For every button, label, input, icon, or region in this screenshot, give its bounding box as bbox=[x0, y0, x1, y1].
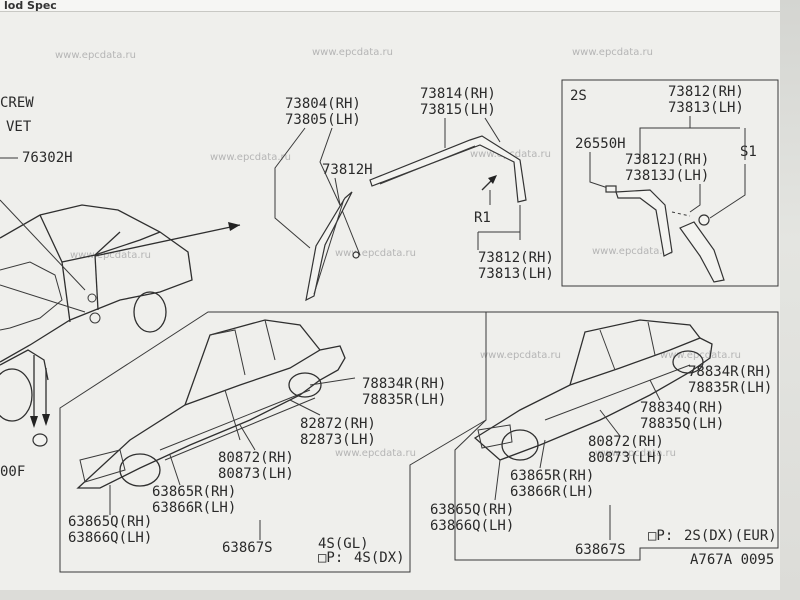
label-76302h: 76302H bbox=[22, 150, 73, 166]
part-label-63866r-right: 63866R(LH) bbox=[510, 484, 594, 500]
clip bbox=[605, 185, 617, 193]
part-label-63867s-right: 63867S bbox=[575, 542, 626, 558]
inset-tag: 2S bbox=[570, 88, 587, 104]
part-label-s1: S1 bbox=[740, 144, 757, 160]
part-label-63865r-right: 63865R(RH) bbox=[510, 468, 594, 484]
watermark: www.epcdata.ru bbox=[312, 47, 393, 58]
part-label-26550h: 26550H bbox=[575, 136, 626, 152]
watermark: www.epcdata.ru bbox=[335, 448, 416, 459]
inset-2s-box: 2S 73812(RH) 73813(LH) 26550H S1 73812J(… bbox=[561, 79, 779, 287]
part-label-63865q: 63865Q(RH) bbox=[68, 514, 152, 530]
parts-catalog-screen: lod Spec www.epcdata.ru www.epcdata.ru w… bbox=[0, 0, 780, 590]
part-label-78835r-right: 78835R(LH) bbox=[688, 380, 772, 396]
parts-diagram: www.epcdata.ru www.epcdata.ru www.epcdat… bbox=[0, 47, 779, 573]
variant-2s-prefix: □P: bbox=[648, 528, 673, 544]
watermark: www.epcdata.ru bbox=[335, 248, 416, 259]
part-label-63867s: 63867S bbox=[222, 540, 273, 556]
part-label-82872: 82872(RH) bbox=[300, 416, 376, 432]
part-label-73813-inset: 73813(LH) bbox=[668, 100, 744, 116]
roof-molding-group: 73804(RH) 73805(LH) 73812H 73814(RH) 738… bbox=[274, 86, 554, 302]
sedan-body-outline bbox=[473, 337, 713, 461]
part-label-73813j: 73813J(LH) bbox=[625, 168, 709, 184]
roof-molding-upper bbox=[369, 135, 527, 203]
part-label-r1: R1 bbox=[474, 210, 491, 226]
part-label-78835r: 78835R(LH) bbox=[362, 392, 446, 408]
sedan-body-outline bbox=[76, 345, 346, 489]
part-label-63865r: 63865R(RH) bbox=[152, 484, 236, 500]
variant-4s-gl: 4S(GL) bbox=[318, 536, 369, 552]
part-label-63866q: 63866Q(LH) bbox=[68, 530, 152, 546]
part-label-73814: 73814(RH) bbox=[420, 86, 496, 102]
part-label-82873: 82873(LH) bbox=[300, 432, 376, 448]
variant-4s-dx: 4S(DX) bbox=[354, 550, 405, 566]
part-label-80872-right: 80872(RH) bbox=[588, 434, 664, 450]
roof-drip-molding bbox=[305, 191, 353, 302]
overview-car-drawing bbox=[0, 199, 241, 447]
figure-code: A767A 0095 bbox=[690, 552, 774, 568]
part-label-73815: 73815(LH) bbox=[420, 102, 496, 118]
part-label-80872: 80872(RH) bbox=[218, 450, 294, 466]
watermark: www.epcdata.ru bbox=[480, 350, 561, 361]
watermark: www.epcdata.ru bbox=[592, 246, 673, 257]
part-label-63865q-right: 63865Q(RH) bbox=[430, 502, 514, 518]
variant-2s-dx-eur: 2S(DX)(EUR) bbox=[684, 528, 777, 544]
lower-left-panel: 78834R(RH) 78835R(LH) 82872(RH) 82873(LH… bbox=[59, 311, 487, 573]
clip bbox=[698, 214, 710, 226]
watermark: www.epcdata.ru bbox=[210, 152, 291, 163]
panel-frame bbox=[59, 311, 487, 573]
label-00f: 00F bbox=[0, 464, 25, 480]
part-label-73812j: 73812J(RH) bbox=[625, 152, 709, 168]
panel-frame bbox=[454, 311, 779, 561]
part-label-80873-right: 80873(LH) bbox=[588, 450, 664, 466]
lower-right-panel: 78834R(RH) 78835R(LH) 78834Q(RH) 78835Q(… bbox=[430, 311, 779, 561]
part-label-73804: 73804(RH) bbox=[285, 96, 361, 112]
part-label-73805: 73805(LH) bbox=[285, 112, 361, 128]
part-label-73812: 73812(RH) bbox=[478, 250, 554, 266]
label-crew: CREW bbox=[0, 95, 34, 111]
part-label-73812h: 73812H bbox=[322, 162, 373, 178]
label-vet: VET bbox=[6, 119, 32, 135]
part-label-78834q: 78834Q(RH) bbox=[640, 400, 724, 416]
watermark: www.epcdata.ru bbox=[55, 50, 136, 61]
part-label-80873: 80873(LH) bbox=[218, 466, 294, 482]
part-label-78834r-right: 78834R(RH) bbox=[688, 364, 772, 380]
part-label-73812-inset: 73812(RH) bbox=[668, 84, 744, 100]
watermark: www.epcdata.ru bbox=[572, 47, 653, 58]
part-label-78835q: 78835Q(LH) bbox=[640, 416, 724, 432]
watermark: www.epcdata.ru bbox=[70, 250, 151, 261]
variant-4s-dx-prefix: □P: bbox=[318, 550, 343, 566]
part-label-63866r: 63866R(LH) bbox=[152, 500, 236, 516]
part-label-78834r: 78834R(RH) bbox=[362, 376, 446, 392]
inset-frame bbox=[561, 79, 779, 287]
window-title: lod Spec bbox=[0, 0, 780, 12]
clip bbox=[352, 251, 360, 259]
molding-piece bbox=[679, 221, 725, 283]
watermark: www.epcdata.ru bbox=[595, 448, 676, 459]
part-label-63866q-right: 63866Q(LH) bbox=[430, 518, 514, 534]
molding-piece bbox=[615, 189, 673, 257]
part-label-73813: 73813(LH) bbox=[478, 266, 554, 282]
